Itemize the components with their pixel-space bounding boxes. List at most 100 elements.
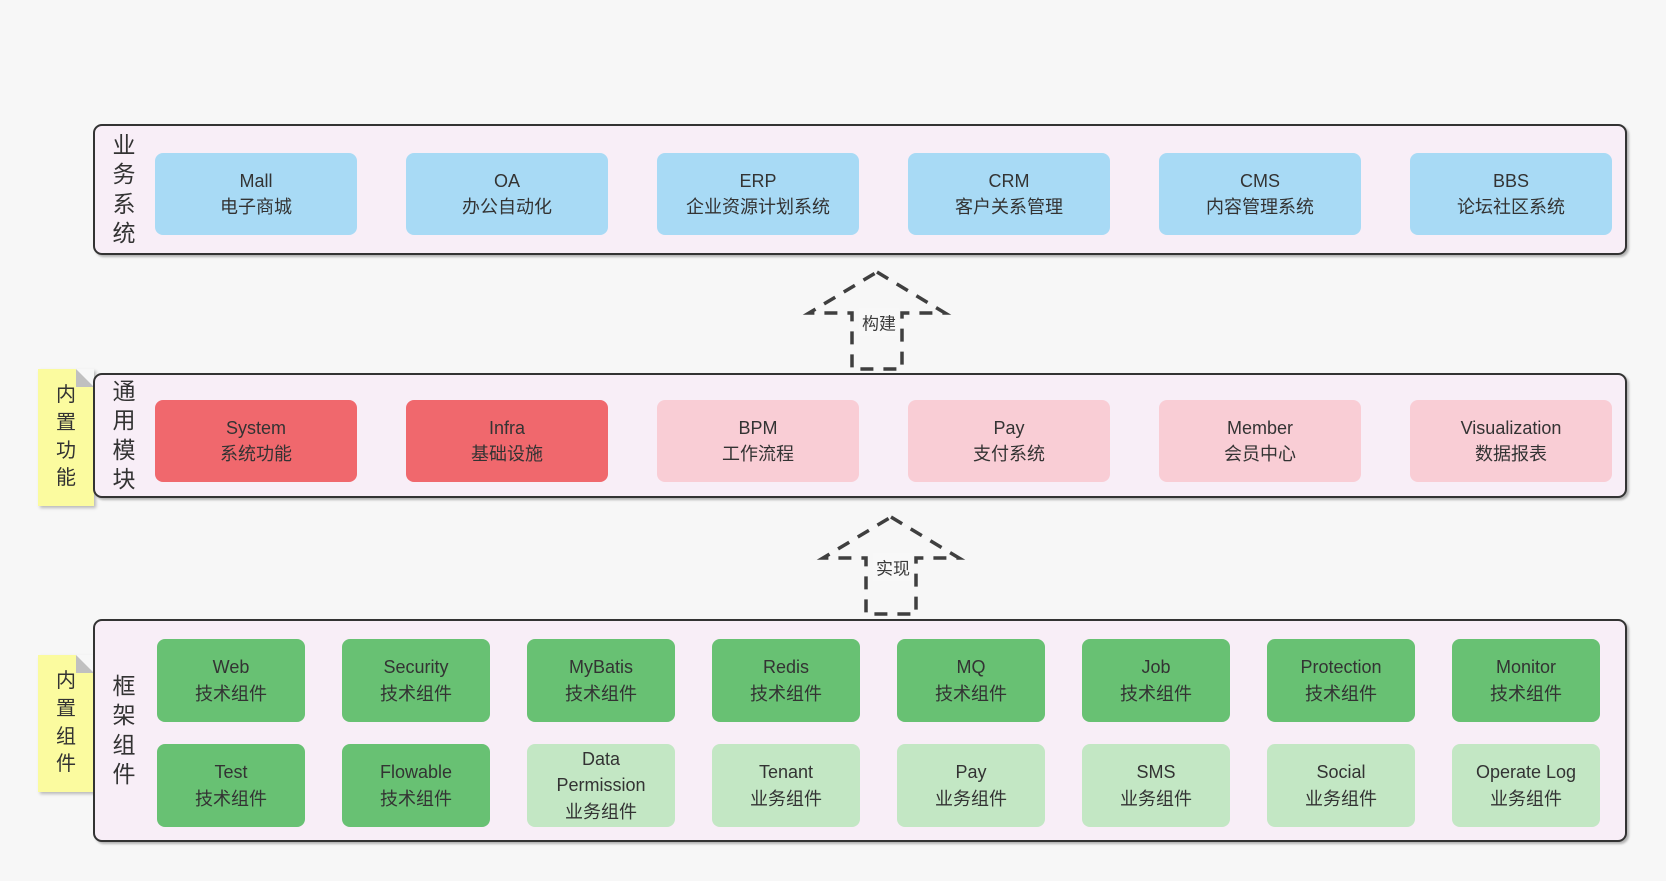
box-sms: SMS 业务组件 [1082,744,1230,827]
box-web: Web 技术组件 [157,639,305,722]
box-title: Test [214,762,248,783]
layer-business-systems: 业务系统 Mall 电子商城 OA 办公自动化 ERP 企业资源计划系统 CRM 客户关系管理… [93,124,1627,255]
box-subtitle: 技术组件 [195,683,267,704]
box-subtitle: 技术组件 [195,788,267,809]
box-subtitle: 技术组件 [1305,683,1377,704]
box-title: Member [1226,417,1293,438]
box-security: Security 技术组件 [342,639,490,722]
box-title: Security [383,657,449,678]
box-subtitle: 技术组件 [1120,683,1192,704]
layer-side-label: 业务系统 [107,126,141,253]
box-subtitle: 业务组件 [750,788,822,809]
box-title: Data Permission [556,749,646,796]
box-subtitle: 系统功能 [220,444,292,464]
box-subtitle: 数据报表 [1475,444,1547,464]
box-crm: CRM 客户关系管理 [908,153,1110,235]
sticky-note-built-in-components: 内置组件 [38,655,94,792]
box-infra: Infra 基础设施 [406,400,608,482]
box-title: Web [212,657,250,678]
box-row: Mall 电子商城 OA 办公自动化 ERP 企业资源计划系统 CRM 客户关系管理 CMS 内容… [155,153,1612,235]
box-subtitle: 业务组件 [1120,788,1192,809]
box-subtitle: 企业资源计划系统 [686,197,830,217]
box-subtitle: 业务组件 [1490,788,1562,809]
sticky-note-label: 内置组件 [56,670,76,776]
box-subtitle: 技术组件 [935,683,1007,704]
box-bpm: BPM 工作流程 [657,400,859,482]
implement-arrow-label: 实现 [873,553,913,581]
box-title: Flowable [379,762,453,783]
box-data-permission: Data Permission 业务组件 [527,744,675,827]
box-subtitle: 技术组件 [1490,683,1562,704]
box-title: Infra [488,417,526,438]
box-subtitle: 业务组件 [935,788,1007,809]
box-redis: Redis 技术组件 [712,639,860,722]
box-title: Pay [993,417,1025,438]
box-bbs: BBS 论坛社区系统 [1410,153,1612,235]
box-row: System 系统功能 Infra 基础设施 BPM 工作流程 Pay 支付系统 Member 会… [155,400,1612,482]
box-title: BPM [738,417,778,438]
build-arrow-label: 构建 [859,308,899,336]
box-mybatis: MyBatis 技术组件 [527,639,675,722]
box-title: Social [1316,762,1366,783]
layer-side-label-text: 业务系统 [112,131,136,246]
box-oa: OA 办公自动化 [406,153,608,235]
box-subtitle: 技术组件 [380,683,452,704]
box-title: CRM [988,170,1030,191]
box-title: Redis [762,657,810,678]
box-subtitle: 技术组件 [565,683,637,704]
layer-side-label: 框架组件 [107,621,141,840]
box-title: BBS [1492,170,1530,191]
box-social: Social 业务组件 [1267,744,1415,827]
box-mq: MQ 技术组件 [897,639,1045,722]
box-title: Visualization [1460,417,1562,438]
box-visualization: Visualization 数据报表 [1410,400,1612,482]
box-title: Job [1141,657,1171,678]
box-title: CMS [1240,170,1280,191]
box-title: MyBatis [568,657,633,678]
sticky-note-built-in-functions: 内置功能 [38,369,94,506]
box-monitor: Monitor 技术组件 [1452,639,1600,722]
box-mall: Mall 电子商城 [155,153,357,235]
box-pay: Pay 支付系统 [908,400,1110,482]
box-subtitle: 办公自动化 [462,197,552,217]
box-subtitle: 论坛社区系统 [1457,197,1565,217]
box-title: Tenant [758,762,814,783]
box-subtitle: 支付系统 [973,444,1045,464]
sticky-note-label: 内置功能 [56,384,76,490]
box-title: ERP [739,170,777,191]
box-pay: Pay 业务组件 [897,744,1045,827]
box-flowable: Flowable 技术组件 [342,744,490,827]
box-protection: Protection 技术组件 [1267,639,1415,722]
box-title: MQ [956,657,986,678]
box-subtitle: 会员中心 [1224,444,1296,464]
box-tenant: Tenant 业务组件 [712,744,860,827]
box-cms: CMS 内容管理系统 [1159,153,1361,235]
layer-side-label-text: 通用模块 [112,377,136,492]
box-subtitle: 内容管理系统 [1206,197,1314,217]
box-job: Job 技术组件 [1082,639,1230,722]
box-test: Test 技术组件 [157,744,305,827]
box-subtitle: 业务组件 [565,801,637,822]
box-subtitle: 电子商城 [220,197,292,217]
box-title: SMS [1136,762,1176,783]
box-title: Monitor [1495,657,1557,678]
box-title: OA [493,170,520,191]
box-subtitle: 基础设施 [471,444,543,464]
layer-side-label: 通用模块 [107,375,141,496]
box-subtitle: 技术组件 [750,683,822,704]
box-subtitle: 业务组件 [1305,788,1377,809]
layer-common-modules: 通用模块 System 系统功能 Infra 基础设施 BPM 工作流程 Pay 支付系统 Me… [93,373,1627,498]
box-subtitle: 技术组件 [380,788,452,809]
box-member: Member 会员中心 [1159,400,1361,482]
box-subtitle: 客户关系管理 [955,197,1063,217]
box-title: Protection [1300,657,1382,678]
box-title: Mall [239,170,273,191]
box-title: Pay [955,762,987,783]
box-subtitle: 工作流程 [722,444,794,464]
box-title: System [225,417,286,438]
